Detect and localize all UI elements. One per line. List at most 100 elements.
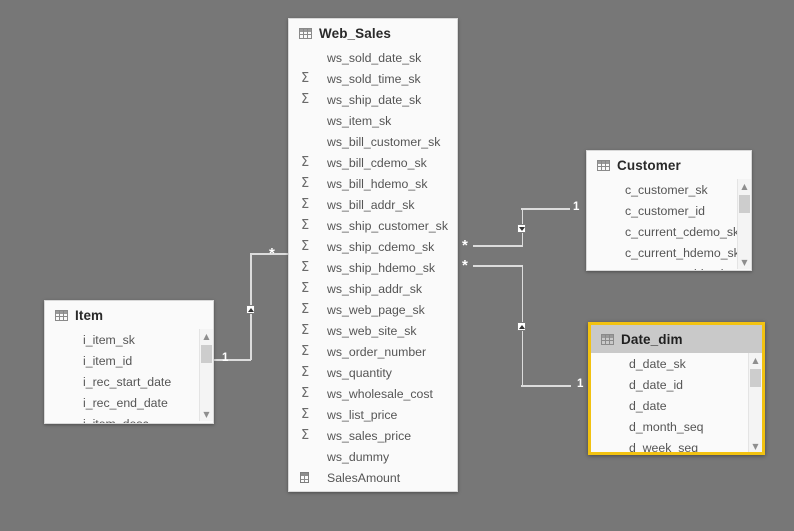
cross-filter-arrow-websales-customer[interactable] [517,224,526,233]
table-field-list-item[interactable]: i_item_sk i_item_id i_rec_start_date i_r… [45,329,213,424]
field-label: ws_order_number [327,344,427,359]
relationship-line-websales-datedim-right[interactable] [521,385,571,387]
table-header-date-dim[interactable]: Date_dim [591,325,762,353]
table-field-list-customer[interactable]: c_customer_sk c_customer_id c_current_cd… [587,179,751,271]
field-label: ws_ship_addr_sk [327,281,423,296]
field-row[interactable]: i_item_desc [45,413,213,424]
field-label: ws_ship_customer_sk [327,218,448,233]
sigma-icon: Σ [301,197,310,212]
cross-filter-arrow-websales-datedim[interactable] [517,322,526,331]
sigma-icon: Σ [301,323,310,338]
sigma-icon: Σ [301,260,310,275]
field-row[interactable]: i_item_sk [45,329,213,350]
scroll-down-icon[interactable]: ▼ [203,409,210,419]
scrollbar-item[interactable]: ▲ ▼ [199,329,213,421]
field-row[interactable]: c_customer_id [587,200,751,221]
scrollbar-thumb[interactable] [739,195,750,213]
field-row[interactable]: d_date_id [591,374,762,395]
scroll-down-icon[interactable]: ▼ [741,257,748,267]
field-row[interactable]: c_current_hdemo_sk [587,242,751,263]
field-row[interactable]: c_customer_sk [587,179,751,200]
relationship-line-websales-customer-right[interactable] [521,208,570,210]
relationship-line-item-websales-top[interactable] [250,253,288,255]
table-card-date-dim[interactable]: Date_dim d_date_sk d_date_id d_date d_mo… [588,322,765,455]
field-label: d_week_seq [629,440,699,455]
field-row[interactable]: ws_item_sk [289,110,457,131]
table-card-customer[interactable]: Customer c_customer_sk c_customer_id c_c… [586,150,752,271]
field-row[interactable]: SalesAmount [289,467,457,488]
table-field-list-date-dim[interactable]: d_date_sk d_date_id d_date d_month_seq d… [591,353,762,455]
scrollbar-thumb[interactable] [750,369,761,387]
field-label: ws_bill_addr_sk [327,197,415,212]
cardinality-one-websales-customer: 1 [573,201,580,213]
field-label: ws_ship_date_sk [327,92,422,107]
cardinality-many-item-websales: * [269,245,275,262]
field-row[interactable]: i_rec_start_date [45,371,213,392]
table-icon [601,334,614,345]
field-label: SalesAmount [327,470,401,485]
scroll-up-icon[interactable]: ▲ [203,331,210,341]
sigma-icon: Σ [301,176,310,191]
field-label: ws_list_price [327,407,398,422]
field-label: ws_ship_cdemo_sk [327,239,435,254]
field-label: i_item_desc [83,416,149,424]
field-row[interactable]: c_current_addr_sk [587,263,751,271]
scroll-down-icon[interactable]: ▼ [752,441,759,451]
field-label: ws_sold_time_sk [327,71,421,86]
relationship-line-websales-customer-left[interactable] [473,245,523,247]
field-row[interactable]: d_date_sk [591,353,762,374]
field-label: ws_item_sk [327,113,392,128]
table-header-customer[interactable]: Customer [587,151,751,179]
relationship-line-item-websales-bottom[interactable] [212,359,251,361]
scrollbar-customer[interactable]: ▲ ▼ [737,179,751,269]
field-row[interactable]: d_week_seq [591,437,762,455]
cardinality-many-websales-customer: * [462,237,468,254]
scrollbar-thumb[interactable] [201,345,212,363]
measure-icon [300,472,309,483]
table-header-web-sales[interactable]: Web_Sales [289,19,457,47]
table-title: Web_Sales [319,26,391,41]
field-row[interactable]: c_current_cdemo_sk [587,221,751,242]
field-row[interactable]: ws_sold_date_sk [289,47,457,68]
table-header-item[interactable]: Item [45,301,213,329]
field-label: c_customer_id [625,203,705,218]
field-row[interactable]: i_rec_end_date [45,392,213,413]
field-row[interactable]: ws_bill_customer_sk [289,131,457,152]
sigma-icon: Σ [301,218,310,233]
sigma-icon: Σ [301,239,310,254]
field-row[interactable]: i_item_id [45,350,213,371]
field-label: c_current_hdemo_sk [625,245,740,260]
relationship-line-websales-datedim-left[interactable] [473,265,523,267]
scrollbar-date-dim[interactable]: ▲ ▼ [748,353,762,452]
field-row[interactable]: ws_dummy [289,446,457,467]
sigma-icon: Σ [301,428,310,443]
field-label: c_customer_sk [625,182,708,197]
table-card-item[interactable]: Item i_item_sk i_item_id i_rec_start_dat… [44,300,214,424]
field-row[interactable]: d_date [591,395,762,416]
field-row[interactable]: d_month_seq [591,416,762,437]
field-label: ws_quantity [327,365,392,380]
cross-filter-arrow-item-websales[interactable] [246,305,255,314]
scroll-up-icon[interactable]: ▲ [752,355,759,365]
table-icon [299,28,312,39]
scroll-up-icon[interactable]: ▲ [741,181,748,191]
